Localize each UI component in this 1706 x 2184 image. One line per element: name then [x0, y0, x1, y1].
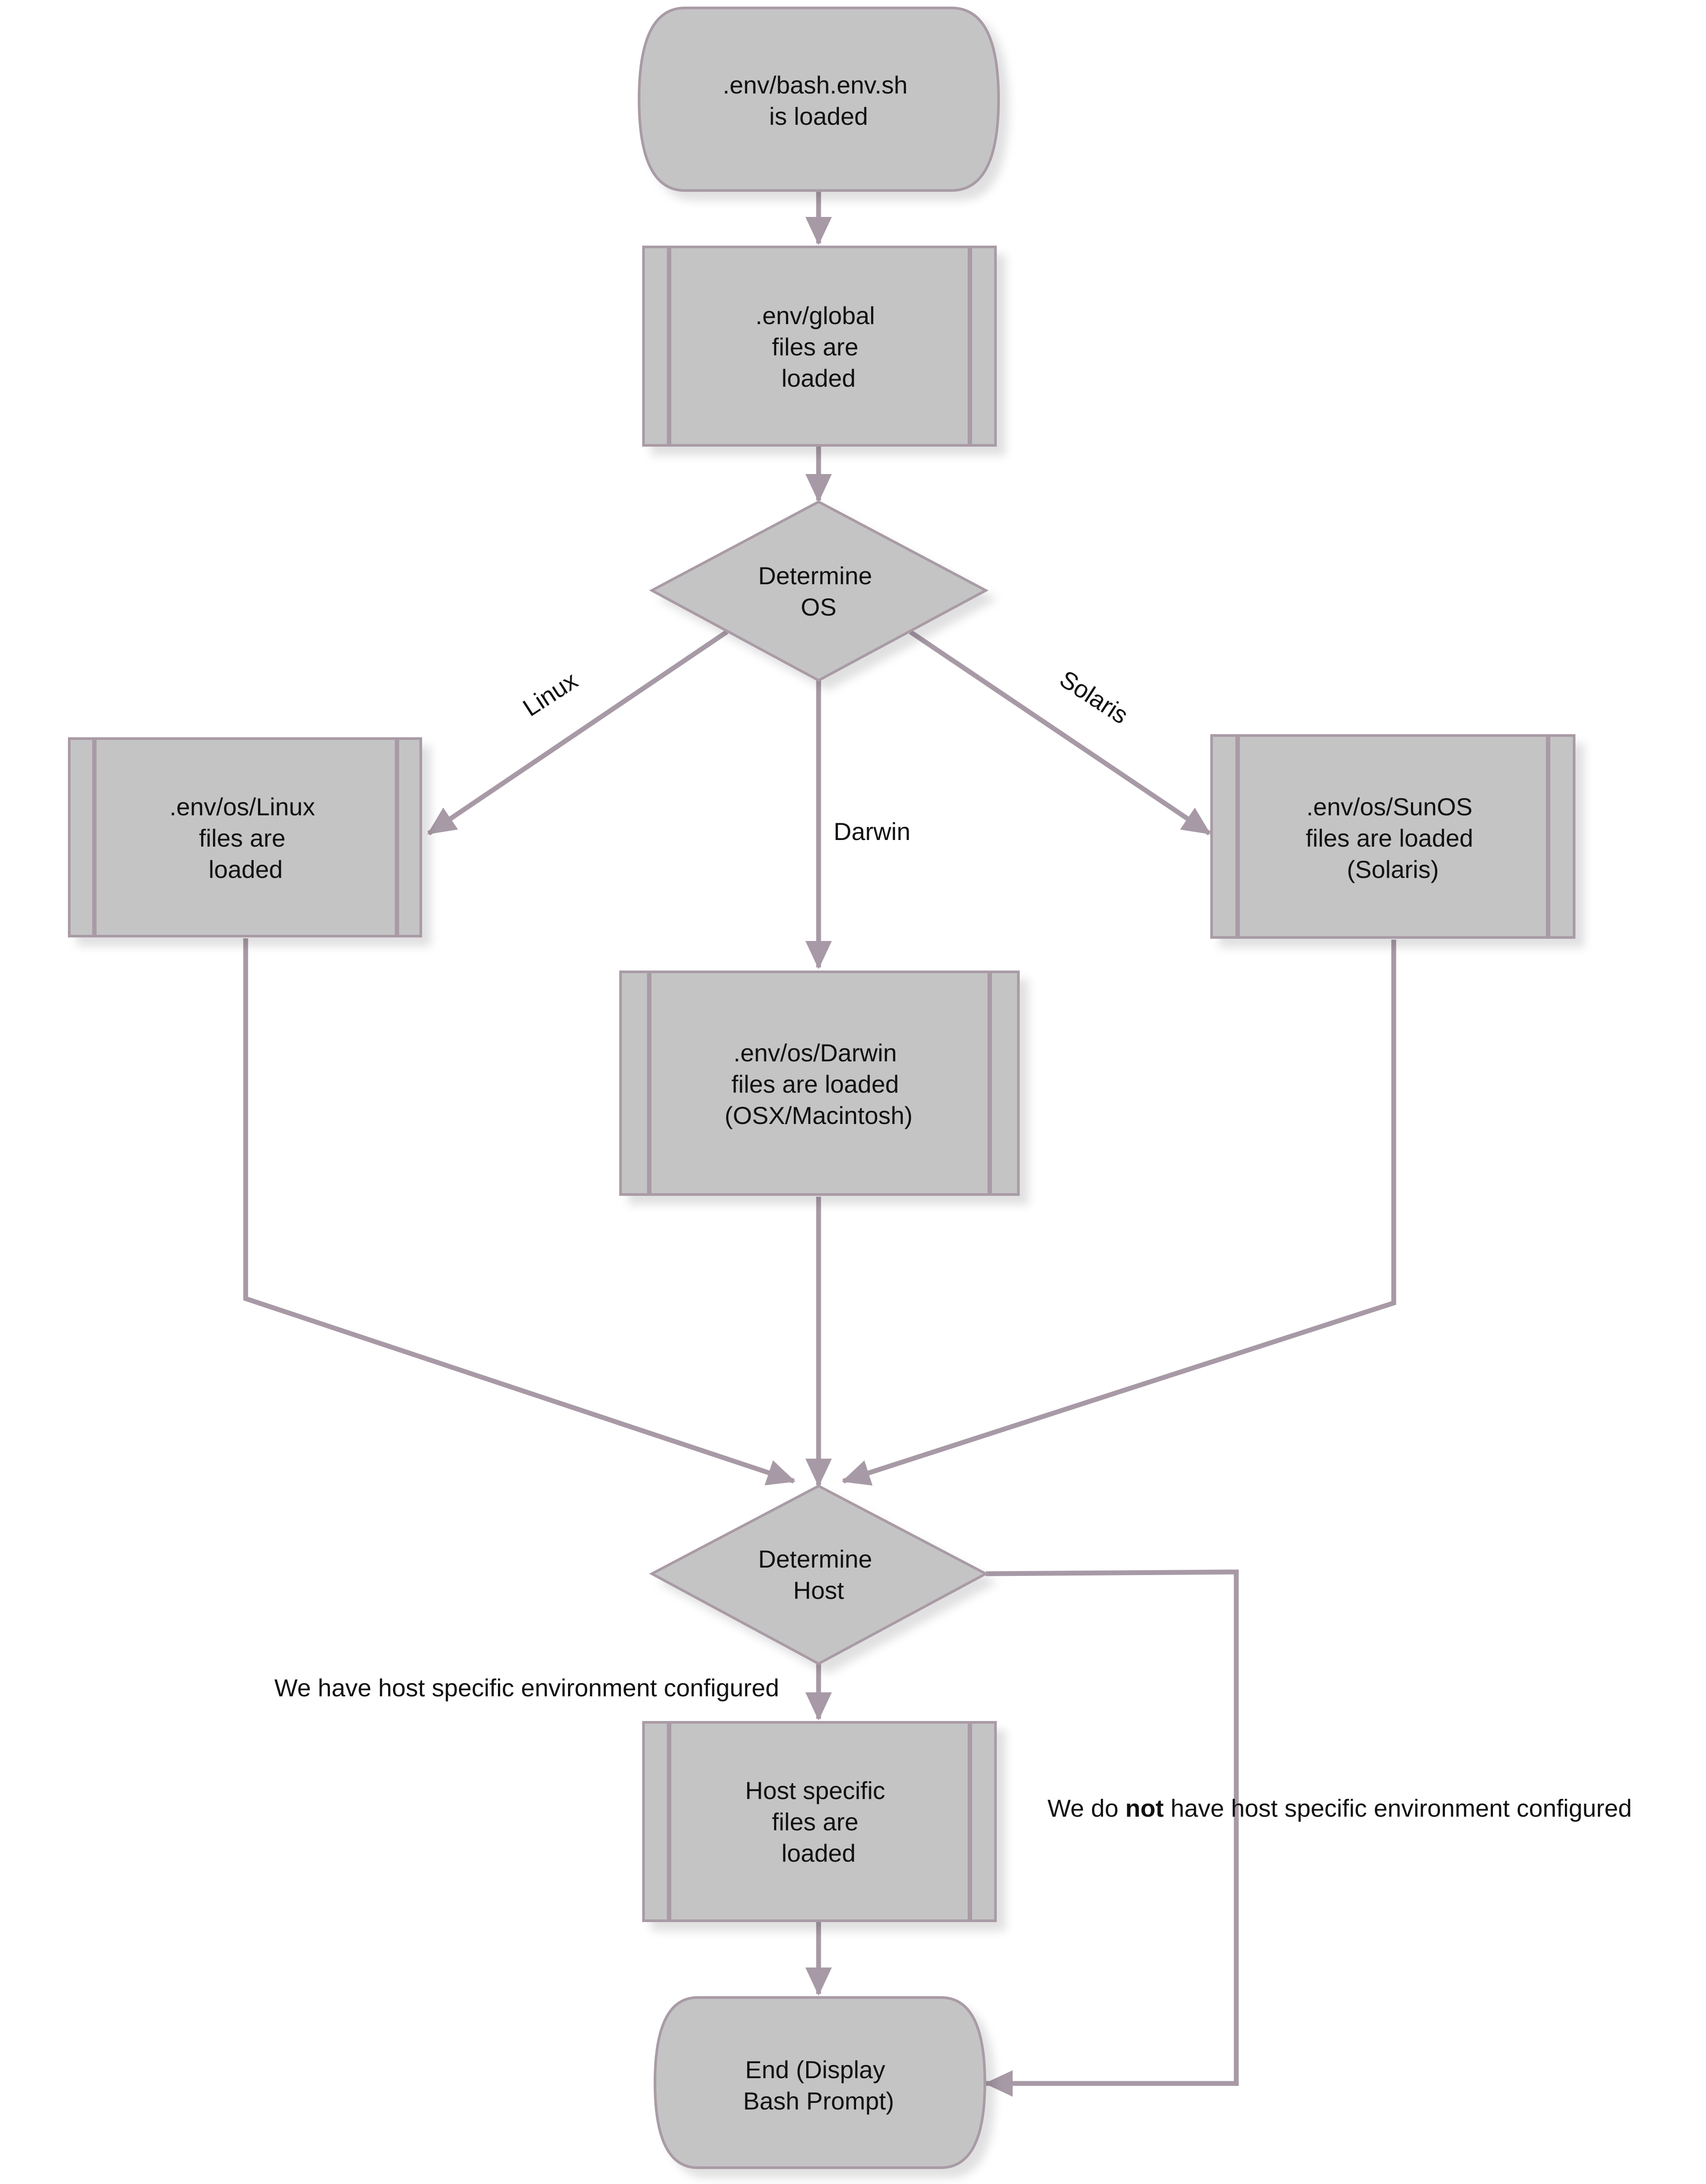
node-darwin [619, 971, 1020, 1196]
edge-linux-to-determine-host [243, 938, 796, 1486]
node-darwin-label: .env/os/Darwin files are loaded (OSX/Mac… [725, 1039, 913, 1129]
node-global [642, 246, 997, 447]
node-determine-os-label: Determine OS [758, 562, 879, 621]
node-linux-label: .env/os/Linux files are loaded [169, 793, 322, 883]
node-sunos-label: .env/os/SunOS files are loaded (Solaris) [1306, 793, 1480, 883]
edge-sunos-to-determine-host [842, 940, 1396, 1486]
node-determine-host [649, 1484, 989, 1665]
node-determine-os [649, 500, 989, 682]
edge-label-host-yes: We have host specific environment config… [274, 1674, 779, 1702]
edge-label-linux: Linux [518, 666, 583, 722]
edge-determine-host-to-end [984, 1569, 1239, 2097]
edge-label-darwin: Darwin [834, 818, 910, 845]
node-end-label: End (Display Bash Prompt) [743, 2056, 894, 2115]
connectors [243, 190, 1396, 2097]
node-host-files [642, 1721, 997, 1922]
node-start-label: .env/bash.env.sh is loaded [723, 71, 915, 130]
node-global-label: .env/global files are loaded [756, 302, 882, 392]
node-host-files-label: Host specific files are loaded [745, 1777, 892, 1867]
edge-os-to-sunos [909, 630, 1211, 836]
node-sunos [1210, 734, 1575, 939]
node-linux [68, 737, 422, 937]
edge-label-solaris: Solaris [1055, 665, 1134, 729]
edge-os-to-linux [427, 630, 729, 836]
edge-label-host-no: We do not have host specific environment… [1048, 1794, 1632, 1822]
node-determine-host-label: Determine Host [758, 1545, 879, 1604]
node-start [637, 7, 1000, 192]
node-end [653, 1996, 987, 2169]
